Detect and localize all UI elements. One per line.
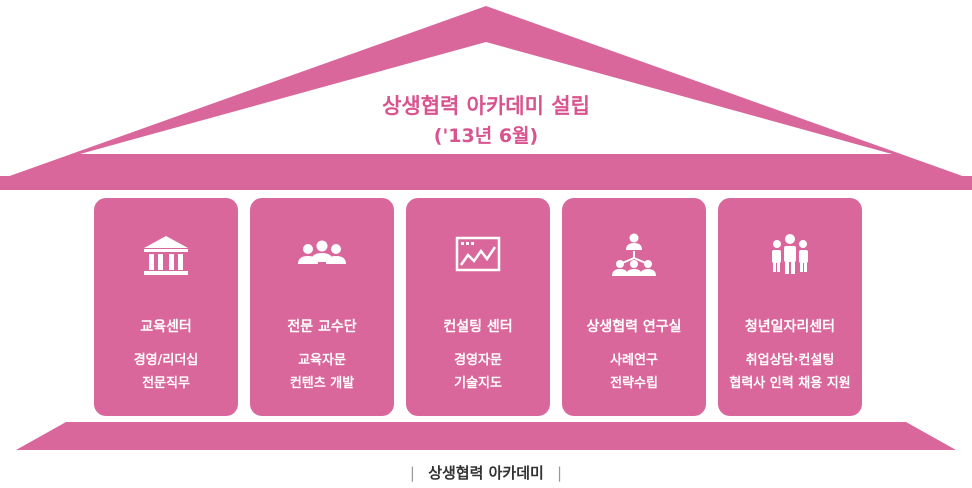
caption-text: 상생협력 아카데미 [428,464,544,482]
building-columns-icon [144,236,188,275]
diagram-caption: | 상생협력 아카데미 | [0,462,972,483]
pillar-name: 교육센터 [140,319,192,335]
roof [0,6,972,190]
pillar-detail: 협력사 인력 채용 지원 [729,376,851,391]
pillar-name: 청년일자리센터 [744,319,836,335]
pillar-education-center: 교육센터 경영/리더십 전문직무 [94,198,238,416]
roof-beam [0,176,972,190]
pillar-name: 상생협력 연구실 [586,319,682,335]
pillar-detail: 전략수립 [610,376,658,391]
team-people-icon [772,234,808,274]
pillar-detail: 컨텐츠 개발 [289,376,355,391]
network-people-icon [612,233,656,276]
page-subtitle: ('13년 6월) [433,125,539,147]
caption-divider: | [409,464,415,482]
pillar-detail: 교육자문 [298,353,346,368]
pillar-detail: 취업상담·컨설팅 [745,353,835,368]
pillar-name: 컨설팅 센터 [443,319,513,335]
roof-inner [80,42,892,154]
people-group-icon [298,240,346,264]
pillar-detail: 경영자문 [454,353,502,368]
pillar-youth-job-center: 청년일자리센터 취업상담·컨설팅 협력사 인력 채용 지원 [718,198,862,416]
pillar-detail: 기술지도 [454,376,502,391]
foundation-shape [16,422,956,450]
pillar-faculty: 전문 교수단 교육자문 컨텐츠 개발 [250,198,394,416]
page-title: 상생협력 아카데미 설립 [382,94,590,118]
pillar-research-lab: 상생협력 연구실 사례연구 전략수립 [562,198,706,416]
pillar-detail: 경영/리더십 [133,353,199,368]
pillar-consulting-center: 컨설팅 센터 경영자문 기술지도 [406,198,550,416]
caption-divider: | [557,464,563,482]
pillar-name: 전문 교수단 [287,319,357,335]
pillar-detail: 사례연구 [610,353,658,368]
chart-screen-icon [455,236,501,272]
pillar-detail: 전문직무 [142,376,190,391]
